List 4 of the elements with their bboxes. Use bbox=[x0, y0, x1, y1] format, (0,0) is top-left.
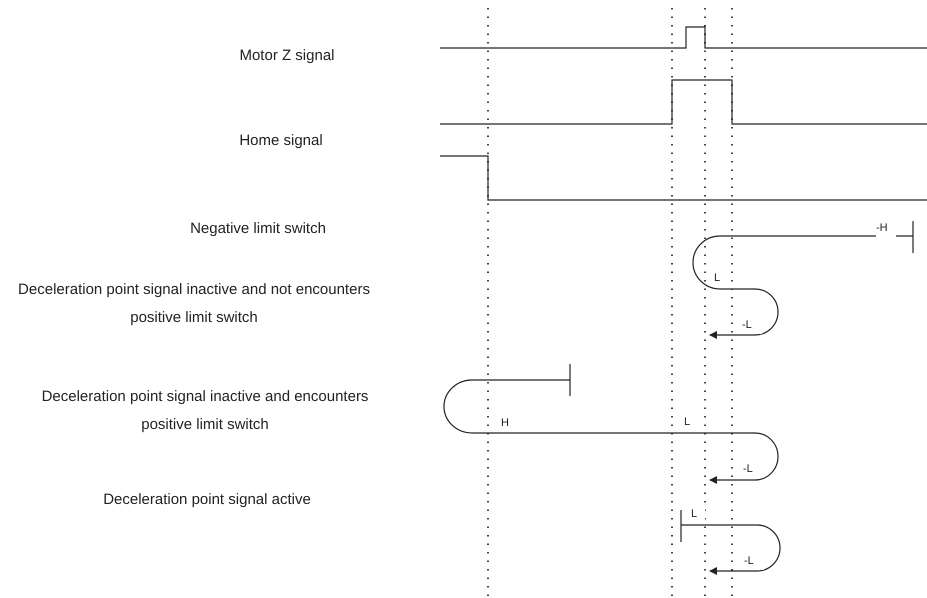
speed-label: L bbox=[691, 506, 705, 522]
speed-label: -L bbox=[742, 317, 762, 334]
speed-label: -L bbox=[744, 553, 764, 570]
speed-label: -H bbox=[876, 220, 896, 236]
